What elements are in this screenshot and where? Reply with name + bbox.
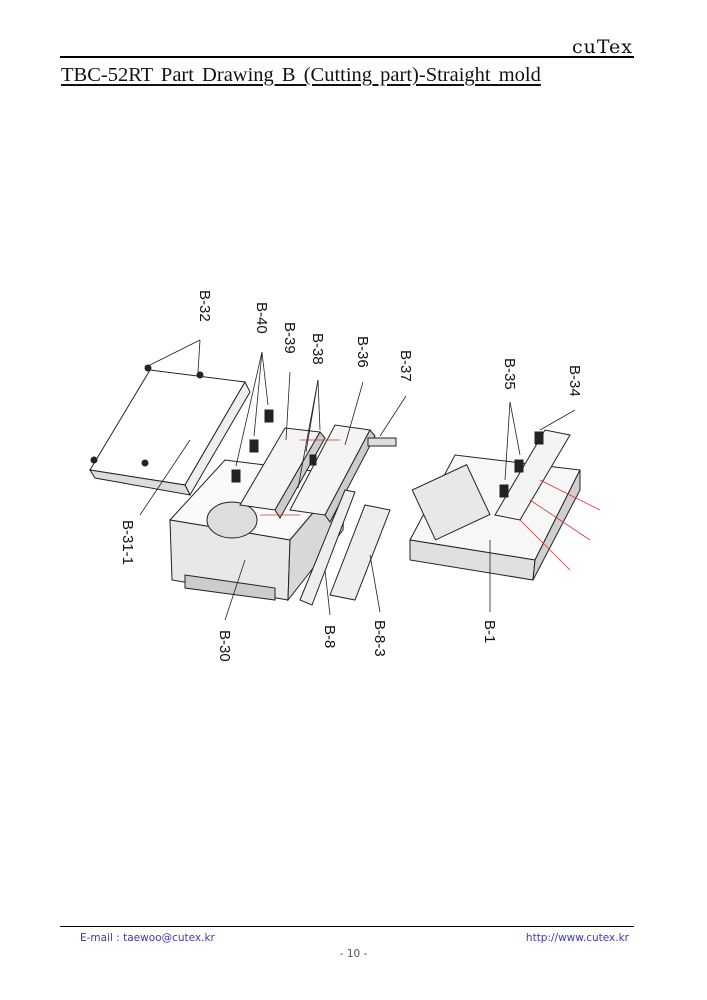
footer-email: E-mail : taewoo@cutex.kr bbox=[80, 932, 215, 944]
label-b-30: B-30 bbox=[216, 630, 233, 662]
label-b-39: B-39 bbox=[281, 322, 298, 354]
label-b-36: B-36 bbox=[354, 336, 371, 368]
label-b-37: B-37 bbox=[397, 350, 414, 382]
footer-rule bbox=[60, 926, 634, 927]
label-b-31-1: B-31-1 bbox=[119, 520, 136, 565]
footer-url: http://www.cutex.kr bbox=[525, 932, 629, 944]
page-number: - 10 - bbox=[339, 948, 368, 960]
label-b-38: B-38 bbox=[309, 333, 326, 365]
exploded-part-drawing: B-32 B-40 B-39 B-38 B-36 B-37 B-35 B-34 … bbox=[88, 290, 601, 662]
blade-guard bbox=[329, 504, 391, 601]
page-title: TBC-52RT Part Drawing B (Cutting part)-S… bbox=[61, 64, 541, 86]
header-rule bbox=[60, 56, 634, 58]
label-b-32: B-32 bbox=[196, 290, 213, 322]
label-b-35: B-35 bbox=[501, 358, 518, 390]
brand-logo: cuTex bbox=[571, 36, 633, 58]
label-b-34: B-34 bbox=[566, 365, 583, 397]
label-b-1: B-1 bbox=[481, 620, 498, 643]
label-b-8-3: B-8-3 bbox=[371, 620, 388, 657]
label-b-8: B-8 bbox=[321, 625, 338, 648]
label-b-40: B-40 bbox=[253, 302, 270, 334]
blade bbox=[299, 489, 356, 606]
